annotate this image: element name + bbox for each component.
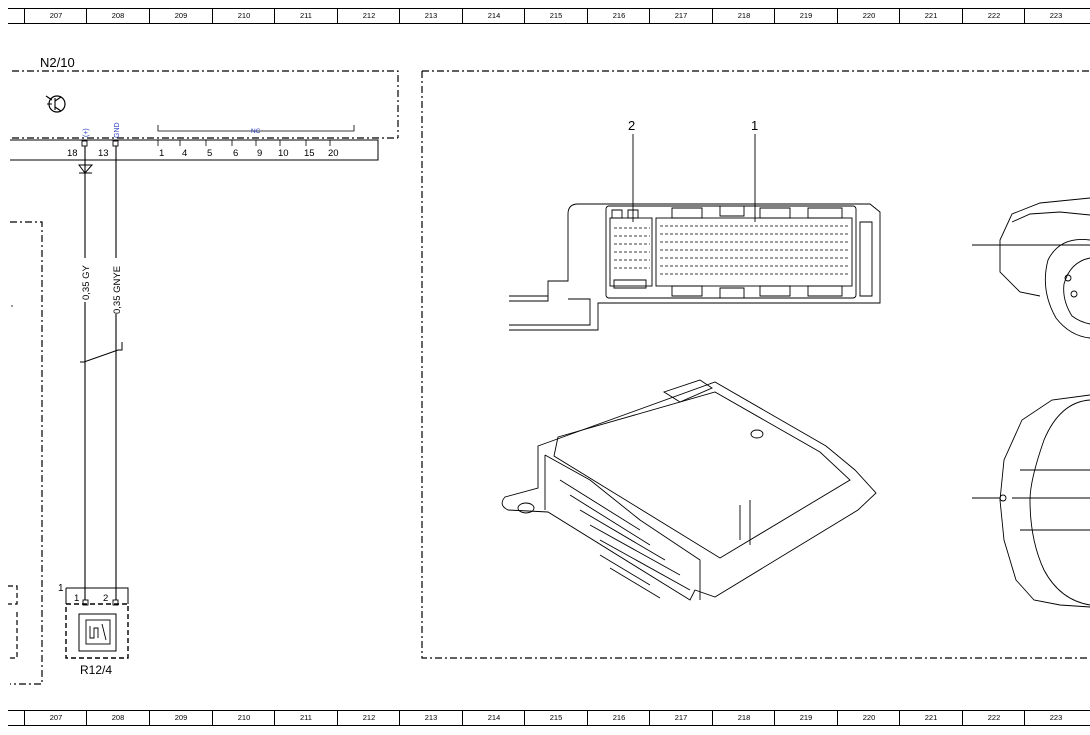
grid-col: 207 (24, 9, 87, 23)
nc-pin-label: 20 (328, 148, 339, 159)
grid-col: 219 (774, 711, 837, 725)
grid-col: 214 (462, 9, 525, 23)
callout-2: 2 (628, 118, 635, 133)
pin-plus-label: (+) (83, 128, 90, 137)
grid-col: 213 (399, 9, 462, 23)
grid-col: 208 (86, 711, 149, 725)
nc-pin-label: 10 (278, 148, 289, 159)
nc-pin-label: 6 (233, 148, 238, 159)
grid-col: 213 (399, 711, 462, 725)
grid-col: 218 (712, 9, 775, 23)
grid-col: 219 (774, 9, 837, 23)
nc-pin-label: 4 (182, 148, 187, 159)
nc-label: NC (251, 128, 261, 135)
sensor-pin-2: 2 (103, 593, 108, 604)
connector-top-view (509, 203, 881, 331)
wire-gy-label: 0,35 GY (81, 264, 92, 300)
top-grid-ruler: 207 208 209 210 211 212 213 214 215 216 … (8, 8, 1090, 24)
grid-col: 214 (462, 711, 525, 725)
grid-col: 215 (524, 9, 587, 23)
grid-col: 210 (212, 9, 275, 23)
bottom-grid-ruler: 207 208 209 210 211 212 213 214 215 216 … (8, 710, 1090, 726)
pin-gnd-label: GND (114, 122, 121, 138)
nc-pin-label: 9 (257, 148, 262, 159)
nc-pin-label: 1 (159, 148, 164, 159)
sensor-boundary (65, 603, 129, 659)
grid-col: 221 (899, 9, 962, 23)
sensor-label: R12/4 (80, 663, 112, 677)
grid-col: 222 (962, 9, 1025, 23)
grid-col: 209 (149, 711, 212, 725)
grid-col: 220 (837, 711, 900, 725)
module-label: N2/10 (40, 55, 75, 70)
pin-18-label: 18 (67, 148, 78, 159)
nc-pin-label: 5 (207, 148, 212, 159)
module-boundary (12, 70, 399, 138)
grid-col: 211 (274, 711, 337, 725)
grid-col: 212 (337, 711, 400, 725)
grid-col: 210 (212, 711, 275, 725)
pin-13-label: 13 (98, 148, 109, 159)
grid-col: 222 (962, 711, 1025, 725)
sensor-marker: 1 (58, 583, 64, 594)
grid-col: 217 (649, 711, 712, 725)
grid-col: 217 (649, 9, 712, 23)
grid-col: 208 (86, 9, 149, 23)
grid-col: 223 (1024, 9, 1087, 23)
grid-col: 216 (587, 9, 650, 23)
nc-pin-label: 15 (304, 148, 315, 159)
grid-col: 207 (24, 711, 87, 725)
grid-col: 221 (899, 711, 962, 725)
nc-bracket (157, 125, 355, 132)
grid-col: 223 (1024, 711, 1087, 725)
sensor-pin-1: 1 (74, 593, 79, 604)
grid-col: 209 (149, 9, 212, 23)
vehicle-outline (972, 197, 1090, 608)
grid-col: 211 (274, 9, 337, 23)
grid-col: 215 (524, 711, 587, 725)
connector-iso-view (501, 379, 877, 601)
callout-1: 1 (751, 118, 758, 133)
grid-col: 220 (837, 9, 900, 23)
grid-col: 218 (712, 711, 775, 725)
grid-col: 216 (587, 711, 650, 725)
sensor-icon (78, 613, 117, 652)
wire-gnye-label: 0,35 GNYE (112, 266, 123, 314)
contact-grid (614, 225, 850, 275)
detail-boundary (421, 70, 1090, 659)
grid-col: 212 (337, 9, 400, 23)
